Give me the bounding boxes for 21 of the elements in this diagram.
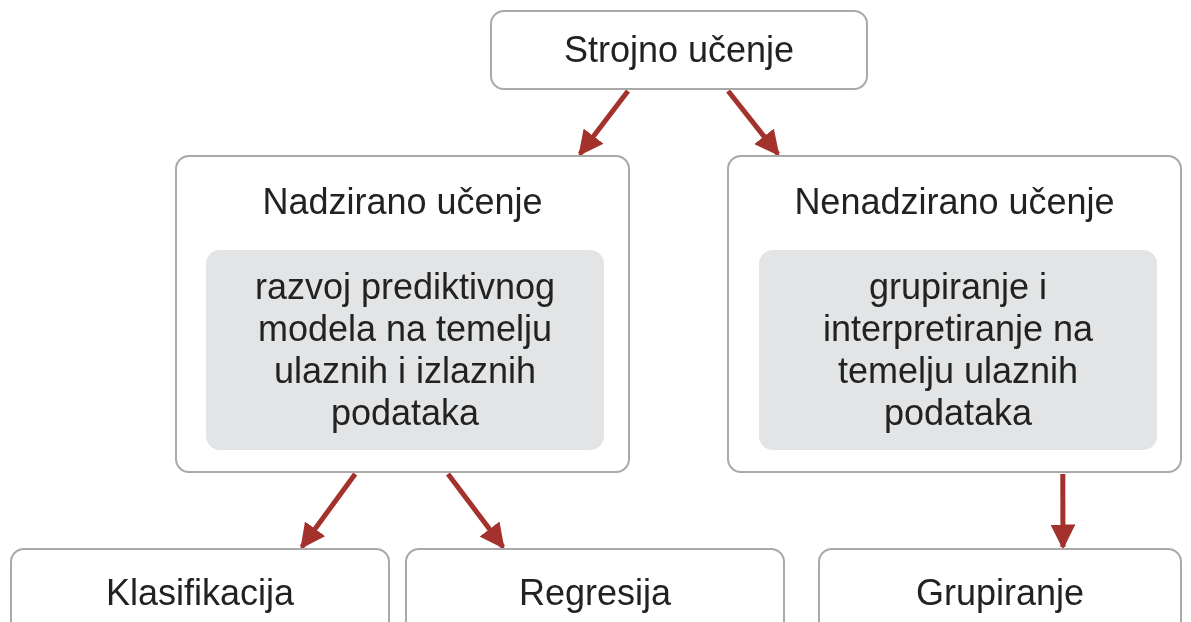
- arrow: [299, 472, 358, 549]
- concept-box: [10, 548, 390, 622]
- category-box: [175, 155, 630, 473]
- box-text: Grupiranje: [915, 572, 1085, 614]
- concept-box: [405, 548, 785, 622]
- arrow: [577, 89, 630, 156]
- description-panel: [759, 250, 1157, 450]
- arrow: [1050, 474, 1076, 550]
- box-text: Klasifikacija: [105, 572, 295, 614]
- box-text: Strojno učenje: [563, 29, 795, 71]
- category-box: [727, 155, 1182, 473]
- box-text: razvoj prediktivnog modela na temelju ulaznih i izlaznih podataka: [253, 266, 557, 434]
- box-text: Regresija: [518, 572, 672, 614]
- description-panel: [206, 250, 604, 450]
- box-heading: Nadzirano učenje: [261, 181, 544, 223]
- box-heading: Nenadzirano učenje: [793, 181, 1116, 223]
- box-text: grupiranje i interpretiranje na temelju ulaznih podataka: [821, 266, 1095, 434]
- concept-box: [818, 548, 1182, 622]
- concept-box: [490, 10, 868, 90]
- arrow: [726, 89, 780, 156]
- arrow: [446, 472, 506, 549]
